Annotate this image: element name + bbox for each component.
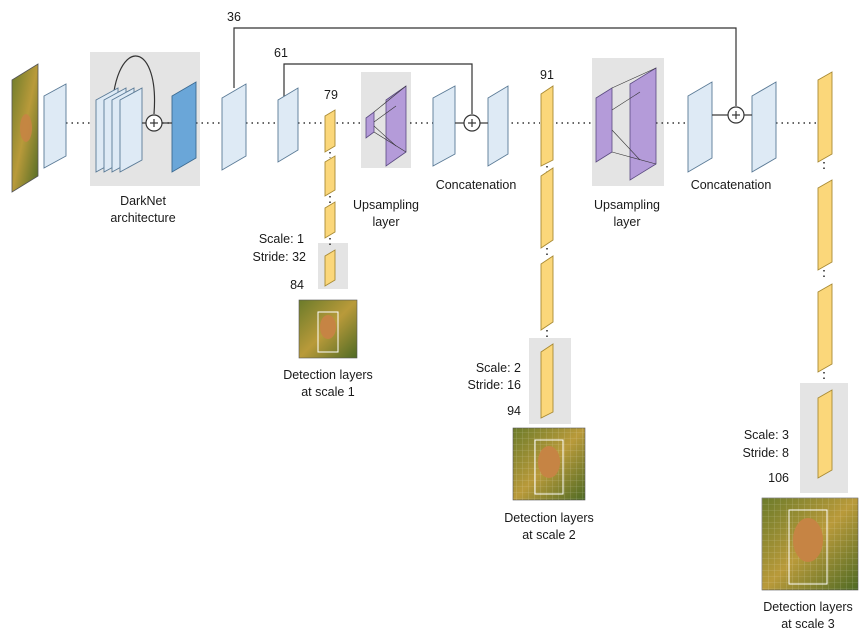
detection-layer: [817, 283, 833, 373]
layer-number-84: 84: [290, 278, 304, 292]
feature-map: [221, 83, 247, 171]
detection-layer: [817, 389, 833, 479]
circled-plus-icon: [145, 114, 163, 132]
darknet-label-2: architecture: [110, 211, 175, 225]
layer-number-91: 91: [540, 68, 554, 82]
layer-number-79: 79: [324, 88, 338, 102]
scale-2-label: Scale: 2: [476, 361, 521, 375]
layer-number-94: 94: [507, 404, 521, 418]
detection-layer: [817, 71, 833, 163]
concatenation-label-1: Concatenation: [436, 178, 517, 192]
upsampling-label-2b: layer: [613, 215, 640, 229]
detection-layer: [540, 167, 554, 249]
detection-layer: [540, 255, 554, 331]
stride-1-label: Stride: 32: [252, 250, 306, 264]
skip-connection-61: [283, 63, 473, 114]
feature-map: [487, 85, 509, 167]
feature-map: [43, 83, 67, 169]
detection-layer: [324, 155, 336, 197]
detection-caption-3b: at scale 3: [781, 617, 835, 631]
circled-plus-icon: [727, 106, 745, 124]
scale-1-label: Scale: 1: [259, 232, 304, 246]
detection-layer: [324, 109, 336, 153]
scale-3-label: Scale: 3: [744, 428, 789, 442]
feature-maps: [43, 81, 777, 173]
detection-layer: [324, 201, 336, 239]
upsampling-label-2: Upsampling: [594, 198, 660, 212]
dog-photo-thumbnail: [298, 299, 358, 359]
feature-map: [687, 81, 713, 173]
skip-label-61: 61: [274, 46, 288, 60]
dog-photo-thumbnail: [512, 427, 586, 501]
detection-layer: [324, 249, 336, 287]
detection-layer: [540, 85, 554, 167]
detection-layer: [817, 179, 833, 271]
feature-map: [751, 81, 777, 173]
skip-connection-36: [233, 27, 737, 106]
detection-caption-1b: at scale 1: [301, 385, 355, 399]
stride-3-label: Stride: 8: [742, 446, 789, 460]
detection-caption-2b: at scale 2: [522, 528, 576, 542]
upsampling-layer-2: [595, 67, 657, 181]
detection-caption-2: Detection layers: [504, 511, 594, 525]
skip-label-36: 36: [227, 10, 241, 24]
upsampling-layer-1: [365, 85, 407, 167]
darknet-output-block: [171, 81, 197, 173]
feature-map: [432, 85, 456, 167]
concatenation-label-2: Concatenation: [691, 178, 772, 192]
stride-2-label: Stride: 16: [467, 378, 521, 392]
detection-caption-3: Detection layers: [763, 600, 853, 614]
darknet-block-stack: [95, 87, 143, 173]
detection-layer: [540, 343, 554, 419]
darknet-label: DarkNet: [120, 194, 166, 208]
circled-plus-icon: [463, 114, 481, 132]
feature-map: [277, 87, 299, 163]
upsampling-label-1b: layer: [372, 215, 399, 229]
input-image: [11, 63, 39, 193]
upsampling-label-1: Upsampling: [353, 198, 419, 212]
dog-photo-thumbnail: [761, 497, 859, 591]
layer-number-106: 106: [768, 471, 789, 485]
detection-caption-1: Detection layers: [283, 368, 373, 382]
detection-layers: [324, 71, 833, 479]
